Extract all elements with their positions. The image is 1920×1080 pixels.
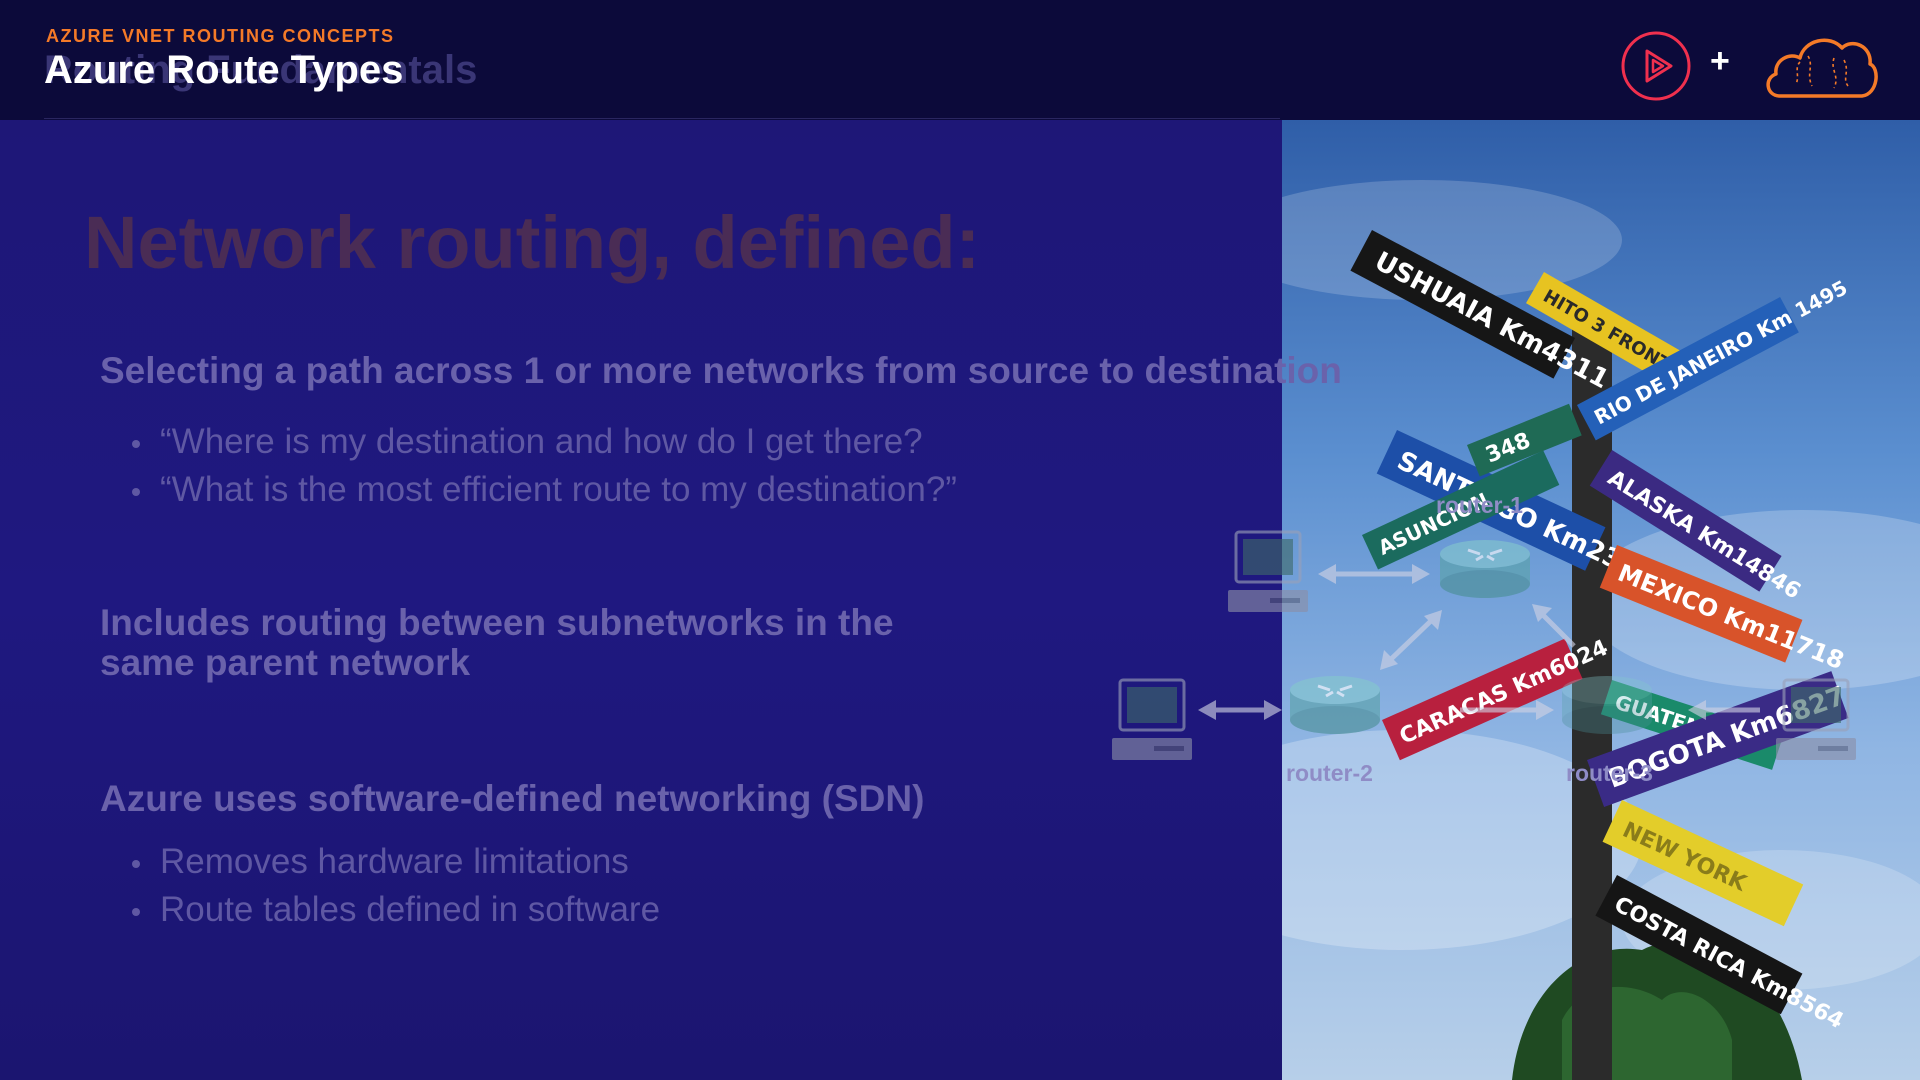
bullet-item: Removes hardware limitations <box>132 842 629 882</box>
bullet-dot <box>132 439 140 448</box>
slide-heading: Network routing, defined: <box>84 201 981 284</box>
computer-icon <box>1228 530 1308 612</box>
arrow-icon <box>1460 700 1554 720</box>
double-arrow-icon <box>1380 610 1442 670</box>
double-arrow-icon <box>1318 564 1430 584</box>
signpost-photo: USHUAIA Km4311 HITO 3 FRONT. RIO DE JANE… <box>1282 120 1920 1080</box>
bullet-item: “Where is my destination and how do I ge… <box>132 422 923 462</box>
bullet-item: Route tables defined in software <box>132 890 660 930</box>
routing-diagram: router-1 router-2 router-3 <box>1100 492 1880 800</box>
router-2-label: router-2 <box>1286 760 1373 786</box>
subhead-subnetworks-line1: Includes routing between subnetworks in … <box>100 602 894 643</box>
router-3-label: router-3 <box>1566 760 1653 786</box>
double-arrow-icon <box>1198 700 1282 720</box>
computer-icon <box>1112 678 1192 760</box>
subhead-path-selection: Selecting a path across 1 or more networ… <box>100 350 1342 391</box>
bullet-dot <box>132 859 140 868</box>
cloud-brain-icon <box>1766 38 1878 98</box>
bullet-dot <box>132 487 140 496</box>
router-icon <box>1440 540 1530 598</box>
router-icon <box>1562 676 1652 734</box>
computer-icon <box>1776 678 1856 760</box>
arrow-icon <box>1532 604 1576 648</box>
header-bar: AZURE VNET ROUTING CONCEPTS Routing Fund… <box>0 0 1920 120</box>
plus-sign: + <box>1710 42 1730 80</box>
subhead-subnetworks-line2: same parent network <box>100 642 471 683</box>
bullet-dot <box>132 907 140 916</box>
brand-logos: + <box>1620 28 1880 104</box>
router-1-label: router-1 <box>1436 492 1523 518</box>
header-divider <box>44 118 1280 119</box>
subhead-sdn: Azure uses software-defined networking (… <box>100 778 925 819</box>
router-icon <box>1290 676 1380 734</box>
slide-content-panel <box>0 120 1282 1080</box>
signpost-illustration: USHUAIA Km4311 HITO 3 FRONT. RIO DE JANE… <box>1282 180 1920 1080</box>
previous-title-ghost: Routing Fundamentals <box>44 48 478 92</box>
bullet-item: “What is the most efficient route to my … <box>132 470 957 510</box>
arrow-icon <box>1688 700 1760 720</box>
course-eyebrow: AZURE VNET ROUTING CONCEPTS <box>46 26 395 46</box>
module-title: Azure Route Types <box>44 48 404 92</box>
play-circle-icon <box>1621 31 1691 101</box>
